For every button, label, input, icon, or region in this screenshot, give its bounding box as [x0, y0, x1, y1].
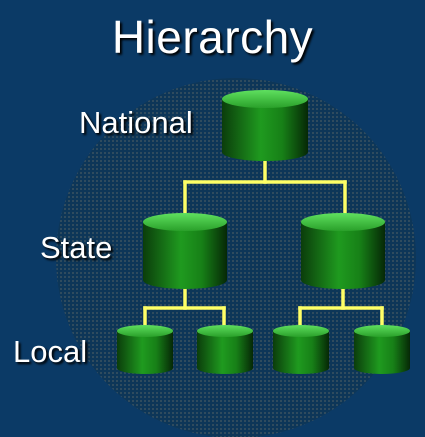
local-level-label: Local — [13, 334, 88, 369]
national-cylinder — [222, 90, 308, 161]
state-level-label: State — [40, 230, 113, 265]
local-cylinder-2 — [197, 325, 253, 374]
national-level-label: National — [79, 105, 193, 140]
local-cylinder-4 — [354, 325, 410, 374]
local-cylinder-1 — [117, 325, 173, 374]
state-cylinder-right — [301, 213, 385, 289]
slide-title: Hierarchy — [111, 11, 314, 63]
state-cylinder-left — [143, 213, 227, 289]
local-cylinder-3 — [273, 325, 329, 374]
